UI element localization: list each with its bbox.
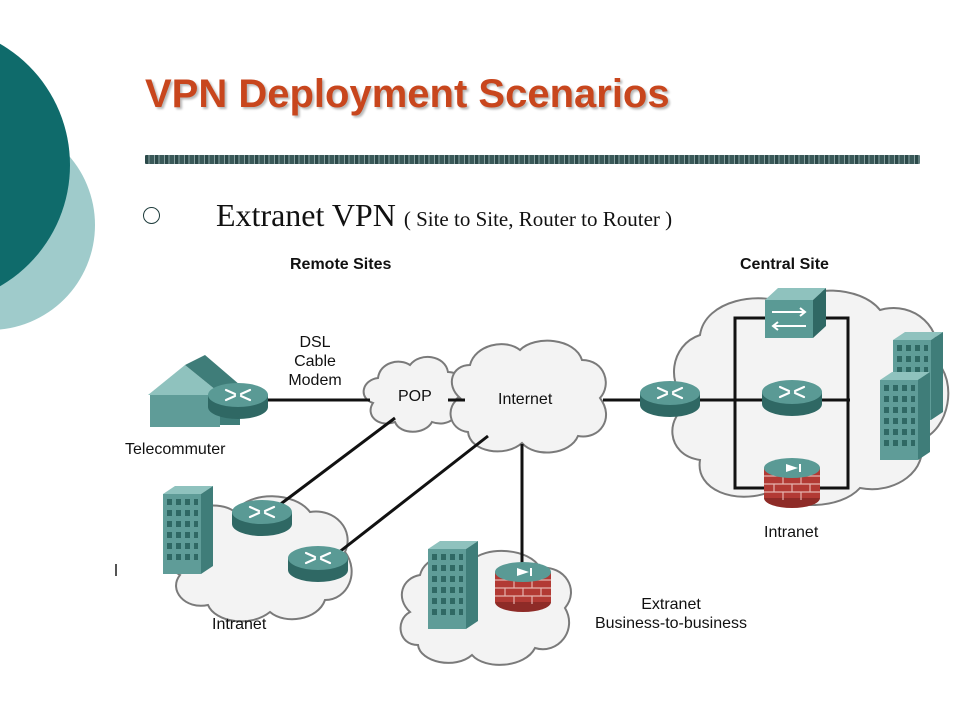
central-core-router-icon xyxy=(760,378,824,418)
telecommuter-label: Telecommuter xyxy=(125,441,226,458)
central-firewall-icon xyxy=(763,457,821,509)
link-internet-intranet-router2 xyxy=(337,434,489,555)
extranet-label-line2: Business-to-business xyxy=(594,615,748,632)
access-label-dsl: DSL xyxy=(299,334,331,351)
central-edge-router-icon xyxy=(638,379,702,419)
pop-label: POP xyxy=(398,388,432,405)
bullet-text: Extranet VPN ( Site to Site, Router to R… xyxy=(216,197,672,234)
central-building-annex-icon xyxy=(880,372,930,460)
hollow-circle-bullet-icon xyxy=(143,207,160,224)
extranet-label-line1: Extranet xyxy=(641,596,701,613)
telecommuter-router-icon xyxy=(206,381,270,421)
bullet-main-text: Extranet VPN xyxy=(216,197,396,233)
decor-circle-dark xyxy=(0,43,70,287)
link-pop-intranet-router1 xyxy=(277,416,396,508)
intranet-left-label: Intranet xyxy=(212,616,267,633)
network-links xyxy=(268,316,850,580)
intranet-central-label: Intranet xyxy=(764,524,819,541)
extranet-building-icon xyxy=(428,541,478,629)
access-label-cable: Cable xyxy=(294,353,336,370)
title-divider xyxy=(145,155,920,164)
central-site-heading: Central Site xyxy=(740,256,829,273)
internet-cloud xyxy=(449,339,607,454)
access-label-modem: Modem xyxy=(288,372,342,389)
bullet-sub-text: ( Site to Site, Router to Router ) xyxy=(403,207,673,231)
intranet-router-2-icon xyxy=(286,544,350,584)
access-type-label: DSL Cable Modem xyxy=(282,333,348,390)
slide-title: VPN Deployment Scenarios xyxy=(145,72,670,116)
switch-icon xyxy=(765,288,826,338)
intranet-router-1-icon xyxy=(230,498,294,538)
stray-mark xyxy=(115,564,117,576)
intranet-building-icon xyxy=(163,486,213,574)
internet-label: Internet xyxy=(498,391,553,408)
extranet-label: Extranet Business-to-business xyxy=(578,595,764,633)
remote-sites-heading: Remote Sites xyxy=(290,256,392,273)
extranet-firewall-icon xyxy=(494,561,552,613)
